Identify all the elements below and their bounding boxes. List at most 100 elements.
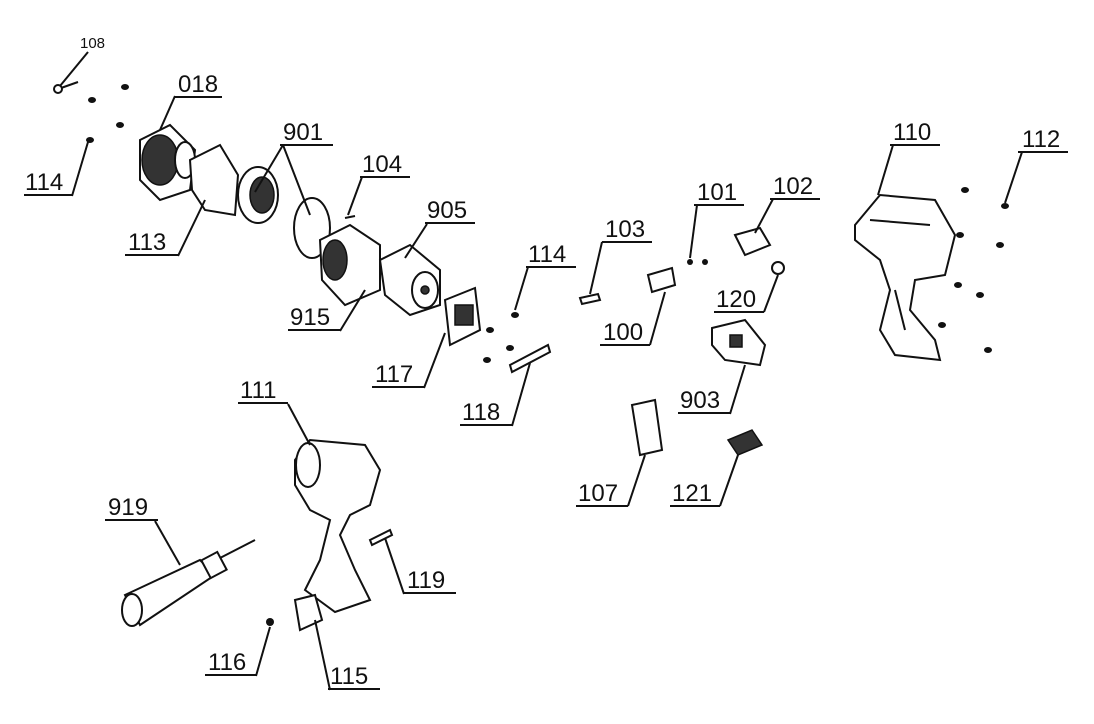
callout-116: 116 <box>205 626 271 677</box>
leader-line <box>282 144 311 216</box>
part-number-label: 114 <box>528 241 566 268</box>
part-number-label: 103 <box>605 216 645 243</box>
part-number-label: 915 <box>290 304 330 331</box>
callout-111: 111 <box>238 377 311 446</box>
callout-112: 112 <box>1004 126 1068 204</box>
part-number-label: 121 <box>672 480 712 507</box>
callout-102: 102 <box>754 173 820 234</box>
part-101-screws <box>687 259 708 265</box>
callout-117: 117 <box>372 332 446 389</box>
leader-line <box>649 291 666 346</box>
part-number-label: 107 <box>578 480 618 507</box>
screws-mid <box>483 312 519 363</box>
part-number-label: 903 <box>680 387 720 414</box>
part-018-gearbox <box>139 123 197 202</box>
part-number-label: 116 <box>208 649 246 676</box>
callout-110: 110 <box>877 119 940 196</box>
part-104-pin <box>344 215 356 219</box>
callout-104: 104 <box>347 151 410 216</box>
leader-line <box>763 274 779 313</box>
part-number-label: 101 <box>697 179 737 206</box>
callout-901: 901 <box>254 119 333 216</box>
part-number-label: 112 <box>1022 126 1060 153</box>
leader-line <box>511 362 531 427</box>
part-number-label: 114 <box>25 169 63 196</box>
leader-line <box>627 454 646 507</box>
part-number-label: 919 <box>108 494 148 521</box>
part-number-label: 113 <box>128 229 166 256</box>
part-number-label: 901 <box>283 119 323 146</box>
leader-line <box>423 332 446 389</box>
leader-line <box>877 144 894 196</box>
callout-101: 101 <box>689 179 744 259</box>
part-number-label: 104 <box>362 151 402 178</box>
leader-line <box>514 266 529 311</box>
part-number-label: 018 <box>178 71 218 98</box>
callout-108: 108 <box>59 35 105 87</box>
callout-103: 103 <box>589 216 652 295</box>
part-number-label: 111 <box>240 377 276 404</box>
part-number-label: 120 <box>716 286 756 313</box>
callout-107: 107 <box>576 454 646 507</box>
leader-line <box>154 520 181 566</box>
part-number-label: 119 <box>407 567 445 594</box>
callout-120: 120 <box>714 274 779 313</box>
leader-line <box>347 176 363 216</box>
part-905-motor <box>378 243 441 317</box>
callout-905: 905 <box>404 197 475 259</box>
part-number-label: 102 <box>773 173 813 200</box>
part-117-board <box>443 286 482 347</box>
callout-915: 915 <box>288 289 366 332</box>
leader-line <box>754 198 774 234</box>
part-number-label: 117 <box>375 361 413 388</box>
leader-line <box>384 537 405 595</box>
leader-line <box>254 144 284 193</box>
callout-114: 114 <box>514 241 576 311</box>
part-111-housing-half <box>294 438 382 614</box>
callout-919: 919 <box>105 494 181 566</box>
callout-119: 119 <box>384 537 456 595</box>
part-108-pin <box>53 81 79 94</box>
leader-line <box>314 619 331 691</box>
part-113-bracket <box>188 143 240 217</box>
part-107-plate <box>630 398 664 457</box>
part-919-screwdriver <box>121 539 256 627</box>
callout-121: 121 <box>670 454 739 507</box>
part-903-trigger-switch <box>711 318 767 367</box>
callout-100: 100 <box>600 291 666 346</box>
part-118-strip <box>508 343 552 374</box>
part-110-housing-half <box>854 193 957 362</box>
screws-114 <box>86 84 129 143</box>
leader-line <box>339 289 366 332</box>
leader-line <box>71 141 89 197</box>
callout-118: 118 <box>460 362 531 427</box>
part-number-label: 108 <box>80 35 105 52</box>
leader-line <box>729 364 746 415</box>
leader-line <box>287 403 311 446</box>
leader-line <box>159 95 176 131</box>
part-120-nut <box>771 261 785 275</box>
part-102-selector <box>733 226 772 257</box>
part-number-label: 110 <box>893 119 931 146</box>
part-121-terminal <box>726 429 764 456</box>
leader-line <box>404 223 428 259</box>
part-number-label: 118 <box>462 399 500 426</box>
callout-903: 903 <box>678 364 746 415</box>
leader-line <box>1004 151 1023 204</box>
callout-115: 115 <box>314 619 380 691</box>
part-116-screw <box>266 618 274 626</box>
screws-112 <box>938 187 1009 353</box>
part-number-label: 905 <box>427 197 467 224</box>
callout-113: 113 <box>125 199 206 257</box>
leader-line <box>255 626 271 677</box>
part-915-clutch <box>318 223 381 307</box>
part-103-spring <box>578 292 602 306</box>
part-number-label: 115 <box>330 663 368 690</box>
leader-line <box>719 454 739 507</box>
part-119-spring <box>368 528 394 547</box>
part-100-switch <box>646 266 677 294</box>
leader-line <box>177 199 206 257</box>
